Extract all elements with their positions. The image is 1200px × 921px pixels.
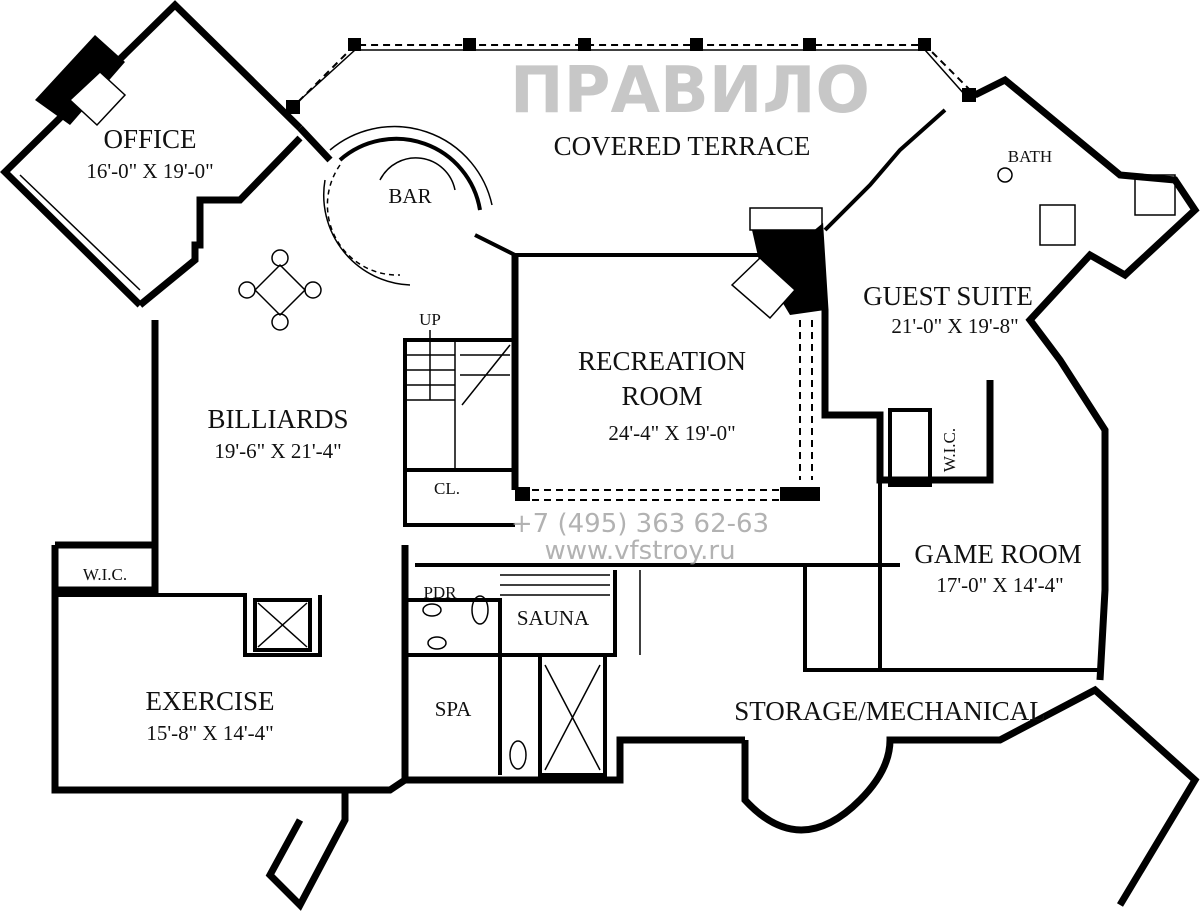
bar-counter bbox=[322, 125, 493, 286]
billiards-size: 19'-6" X 21'-4" bbox=[214, 439, 341, 463]
guest-wic-label: W.I.C. bbox=[940, 428, 959, 472]
recreation-room-size: 24'-4" X 19'-0" bbox=[608, 421, 735, 445]
office-walls bbox=[0, 0, 303, 308]
covered-terrace-label: COVERED TERRACE bbox=[554, 131, 811, 161]
bar-label: BAR bbox=[388, 184, 431, 208]
sauna-label: SAUNA bbox=[517, 606, 590, 630]
rec-room-details bbox=[515, 207, 825, 501]
exercise-size: 15'-8" X 14'-4" bbox=[146, 721, 273, 745]
dining-table bbox=[238, 249, 322, 331]
sauna-pdr-fixtures bbox=[422, 570, 641, 770]
closet-label: CL. bbox=[434, 479, 460, 498]
office-size: 16'-0" X 19'-0" bbox=[86, 159, 213, 183]
guest-suite-label: GUEST SUITE bbox=[863, 281, 1033, 311]
terrace-outline bbox=[286, 38, 976, 114]
stairs bbox=[403, 330, 517, 472]
watermark-brand: ПРАВИЛО bbox=[510, 54, 870, 128]
main-walls bbox=[51, 75, 1200, 911]
wic-label: W.I.C. bbox=[83, 565, 127, 584]
game-room-label: GAME ROOM bbox=[914, 539, 1081, 569]
game-room-size: 17'-0" X 14'-4" bbox=[936, 573, 1063, 597]
billiards-label: BILLIARDS bbox=[208, 404, 349, 434]
stairs-up-label: UP bbox=[419, 310, 441, 329]
pdr-label: PDR bbox=[423, 583, 457, 602]
watermark-url: www.vfstroy.ru bbox=[544, 536, 735, 566]
office-label: OFFICE bbox=[103, 124, 196, 154]
storage-label: STORAGE/MECHANICAL bbox=[734, 696, 1046, 726]
bath-fixtures bbox=[888, 167, 1176, 487]
recreation-room-label-2: ROOM bbox=[621, 381, 702, 411]
exercise-label: EXERCISE bbox=[145, 686, 274, 716]
watermark-phone: +7 (495) 363 62-63 bbox=[511, 509, 769, 539]
recreation-room-label-1: RECREATION bbox=[578, 346, 746, 376]
spa-label: SPA bbox=[435, 697, 472, 721]
room-labels: OFFICE 16'-0" X 19'-0" COVERED TERRACE B… bbox=[83, 124, 1082, 745]
watermark: ПРАВИЛО +7 (495) 363 62-63 www.vfstroy.r… bbox=[510, 54, 870, 566]
bath-label: BATH bbox=[1008, 147, 1052, 166]
guest-suite-size: 21'-0" X 19'-8" bbox=[891, 314, 1018, 338]
